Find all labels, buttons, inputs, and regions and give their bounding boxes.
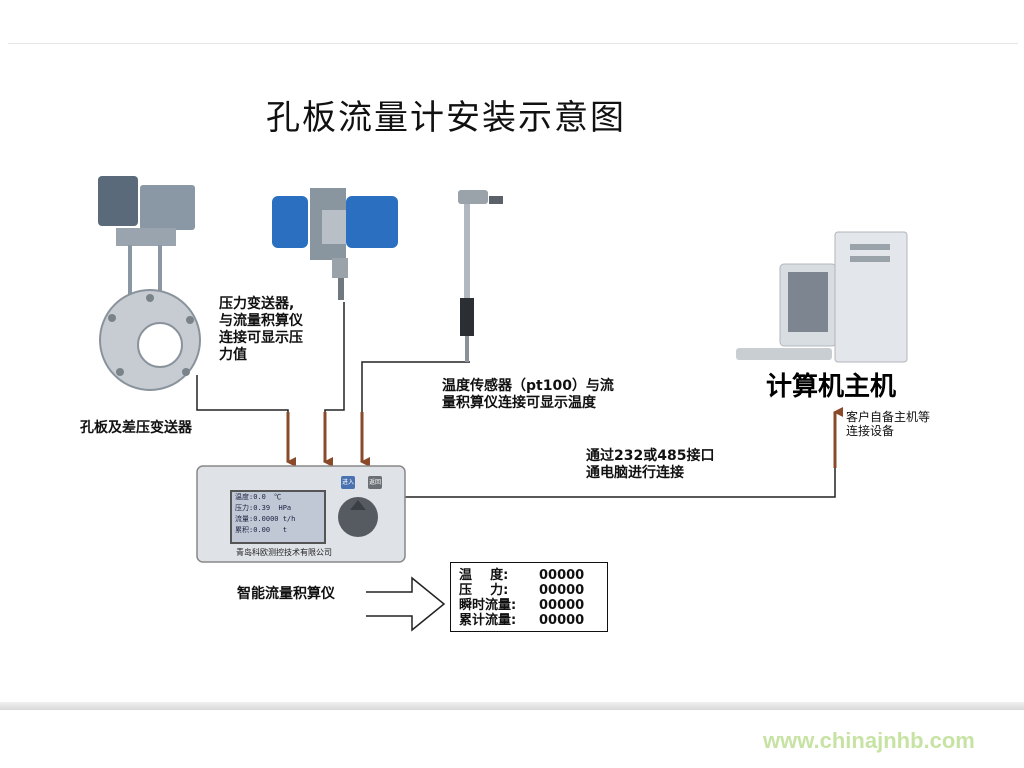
company-plate: 青岛科欧测控技术有限公司 [236,548,332,557]
readout-row: 压 力:00000 [459,583,585,598]
pressure-transmitter-label: 压力变送器, 与流量积算仪 连接可显示压 力值 [219,296,303,363]
readout-row: 温 度:00000 [459,568,585,583]
readout-row: 瞬时流量:00000 [459,598,585,613]
orifice-cable [196,375,289,432]
computer-image [736,231,908,363]
readout-box: 温 度:00000 压 力:00000 瞬时流量:00000 累计流量:0000… [450,562,608,632]
temperature-sensor-label: 温度传感器（pt100）与流 量积算仪连接可显示温度 [442,378,614,411]
hollow-arrow [366,576,446,632]
enter-key: 进入 [341,476,355,489]
readout-row: 累计流量:00000 [459,613,585,628]
orifice-device-image [98,176,201,391]
temperature-sensor-image [458,190,503,362]
bottom-band [0,702,1024,710]
top-rule [8,43,1018,44]
screen-row-pressure: 压力:0.39 HPa [235,504,292,512]
computer-label: 计算机主机 [766,372,897,402]
pressure-transmitter-image [272,188,398,300]
pressure-cable [324,302,345,432]
screen-row-flow: 流量:0.0000 t/h [235,515,296,523]
integrator-screen: 温度:0.0 ℃ 压力:0.39 HPa 流量:0.0000 t/h 累积:0.… [230,490,326,544]
back-key: 返回 [368,476,382,489]
diagram-title: 孔板流量计安装示意图 [266,98,626,138]
integrator-label: 智能流量积算仪 [237,586,335,602]
screen-row-total: 累积:0.00 t [235,526,287,534]
interface-label: 通过232或485接口 通电脑进行连接 [586,448,715,481]
watermark: www.chinajnhb.com [763,728,975,753]
client-device-label: 客户自备主机等 连接设备 [846,410,931,438]
orifice-label: 孔板及差压变送器 [80,420,192,436]
temp-cable [361,361,470,432]
screen-row-temp: 温度:0.0 ℃ [235,493,282,501]
